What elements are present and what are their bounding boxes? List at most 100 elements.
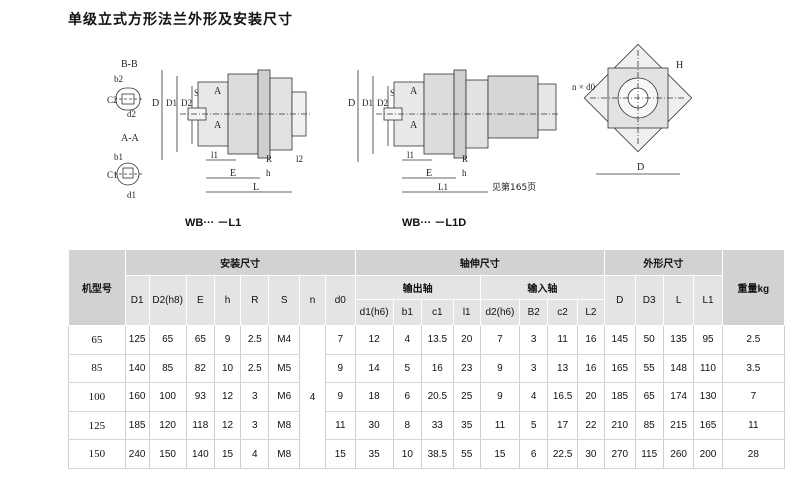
cell-model: 65 [68, 325, 126, 355]
label-h-mid: h [462, 168, 467, 178]
cell-h: 10 [213, 353, 242, 384]
cell-L2: 16 [576, 325, 606, 355]
label-D-mid: D [348, 98, 355, 109]
drawing-wb-l1d: D D1 D2 S D3 A A l1 E h R L1 见第165页 [348, 69, 560, 193]
header-install: 安装尺寸 [124, 249, 356, 276]
label-c2: C2 [107, 95, 118, 105]
header-model: 机型号 [68, 249, 126, 326]
cell-kg: 7 [721, 382, 786, 412]
cell-D3: 115 [634, 439, 664, 469]
cell-S: M4 [268, 325, 300, 355]
label-S: S [194, 88, 199, 98]
cell-d0: 9 [325, 353, 356, 384]
label-A-bottom: A [214, 120, 222, 131]
cell-L: 174 [662, 382, 695, 412]
cell-L1: 130 [693, 382, 723, 412]
cell-L2: 16 [576, 353, 606, 384]
label-d1: d1 [127, 190, 136, 200]
drawing-wb-l1: B-B b2 C2 d2 A-A b1 C1 d1 D D1 D2 S D3 A… [107, 59, 310, 200]
cell-D: 185 [604, 382, 636, 412]
col-D2: D2(h8) [148, 275, 187, 326]
label-R: R [266, 154, 272, 164]
cell-d1: 18 [354, 382, 394, 412]
cell-B2: 5 [519, 410, 549, 441]
cell-l1: 23 [452, 353, 481, 384]
header-weight: 重量kg [721, 249, 786, 326]
cell-kg: 11 [721, 410, 786, 441]
label-l1: l1 [211, 150, 218, 160]
cell-L2: 22 [576, 410, 606, 441]
cell-h: 12 [213, 410, 242, 441]
header-outline: 外形尺寸 [604, 249, 723, 276]
cell-kg: 28 [721, 439, 786, 469]
header-shaft: 轴伸尺寸 [354, 249, 606, 276]
col-h: h [213, 275, 242, 326]
cell-h: 15 [213, 439, 242, 469]
page-title: 单级立式方形法兰外形及安装尺寸 [68, 12, 293, 28]
cell-E: 82 [185, 353, 216, 384]
cell-D1: 160 [124, 382, 150, 412]
cell-D1: 140 [124, 353, 150, 384]
cell-S: M8 [268, 439, 300, 469]
cell-L: 148 [662, 353, 695, 384]
header-output-shaft: 输出轴 [354, 275, 481, 300]
cell-D2: 150 [148, 439, 187, 469]
cell-R: 3 [240, 382, 270, 412]
label-D1-mid: D1 [362, 98, 373, 108]
col-c2: c2 [547, 299, 578, 326]
cell-d0: 11 [325, 410, 356, 441]
cell-l1: 25 [452, 382, 481, 412]
cell-d0: 15 [325, 439, 356, 469]
cell-c1: 16 [421, 353, 454, 384]
label-D-flange: D [637, 162, 644, 173]
cell-c1: 38.5 [421, 439, 454, 469]
label-l1-mid: l1 [407, 150, 414, 160]
cell-d1: 35 [354, 439, 394, 469]
cell-model: 125 [68, 410, 126, 441]
cell-D3: 85 [634, 410, 664, 441]
cell-D: 165 [604, 353, 636, 384]
label-b2: b2 [114, 74, 123, 84]
col-b1: b1 [392, 299, 423, 326]
cell-b1: 5 [392, 353, 423, 384]
cell-h: 9 [213, 325, 242, 355]
cell-kg: 3.5 [721, 353, 786, 384]
cell-c2: 13 [547, 353, 578, 384]
cell-c2: 16.5 [547, 382, 578, 412]
col-E: E [185, 275, 216, 326]
cell-c1: 20.5 [421, 382, 454, 412]
cell-model: 150 [68, 439, 126, 469]
cell-D1: 240 [124, 439, 150, 469]
cell-b1: 4 [392, 325, 423, 355]
col-R: R [240, 275, 270, 326]
cell-c1: 33 [421, 410, 454, 441]
col-d2: d2(h6) [479, 299, 521, 326]
label-R-mid: R [462, 154, 468, 164]
caption-wb-l1: WB··· －L1 [185, 217, 242, 229]
label-E: E [230, 168, 236, 179]
cell-D3: 55 [634, 353, 664, 384]
col-n: n [298, 275, 327, 326]
cell-D: 210 [604, 410, 636, 441]
cell-L2: 30 [576, 439, 606, 469]
cell-L: 215 [662, 410, 695, 441]
cell-model: 100 [68, 382, 126, 412]
col-D: D [604, 275, 636, 326]
label-D1: D1 [166, 98, 177, 108]
header-input-shaft: 输入轴 [479, 275, 606, 300]
label-nd0: n × d0 [572, 82, 596, 92]
col-l1: l1 [452, 299, 481, 326]
col-L1: L1 [693, 275, 723, 326]
col-S: S [268, 275, 300, 326]
cell-R: 2.5 [240, 353, 270, 384]
cell-E: 140 [185, 439, 216, 469]
cell-b1: 6 [392, 382, 423, 412]
dimension-drawings: B-B b2 C2 d2 A-A b1 C1 d1 D D1 D2 S D3 A… [107, 43, 693, 200]
cell-B2: 6 [519, 439, 549, 469]
cell-d2: 9 [479, 353, 521, 384]
label-S-mid: S [390, 88, 395, 98]
cell-S: M5 [268, 353, 300, 384]
